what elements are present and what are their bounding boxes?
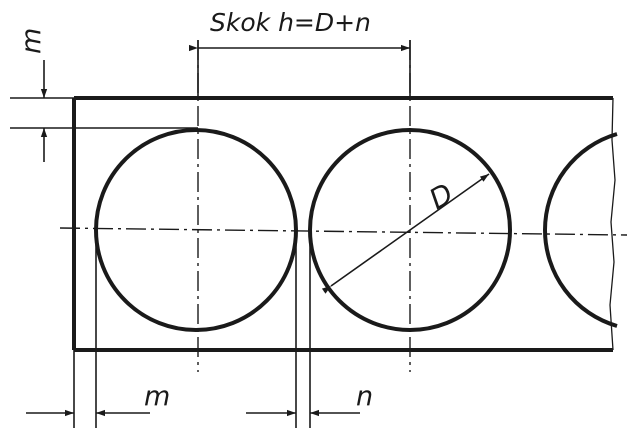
top-margin-dimension: m [10, 28, 198, 162]
pitch-dimension: Skok h=D+n [189, 8, 411, 98]
bottom-margin-label: m [144, 381, 170, 412]
diameter-label: D [424, 177, 459, 216]
strip-break-line [609, 97, 616, 351]
top-margin-label: m [16, 28, 47, 54]
hole-3-partial [543, 132, 618, 328]
gap-label: n [356, 381, 373, 412]
bottom-margin-dimension: m [26, 230, 170, 428]
diameter-dimension-line [321, 173, 490, 294]
strip-outline [72, 96, 616, 352]
pitch-label: Skok h=D+n [210, 8, 371, 37]
gap-dimension: n [246, 230, 373, 428]
center-lines [59, 40, 627, 372]
horizontal-center-line [59, 227, 627, 236]
